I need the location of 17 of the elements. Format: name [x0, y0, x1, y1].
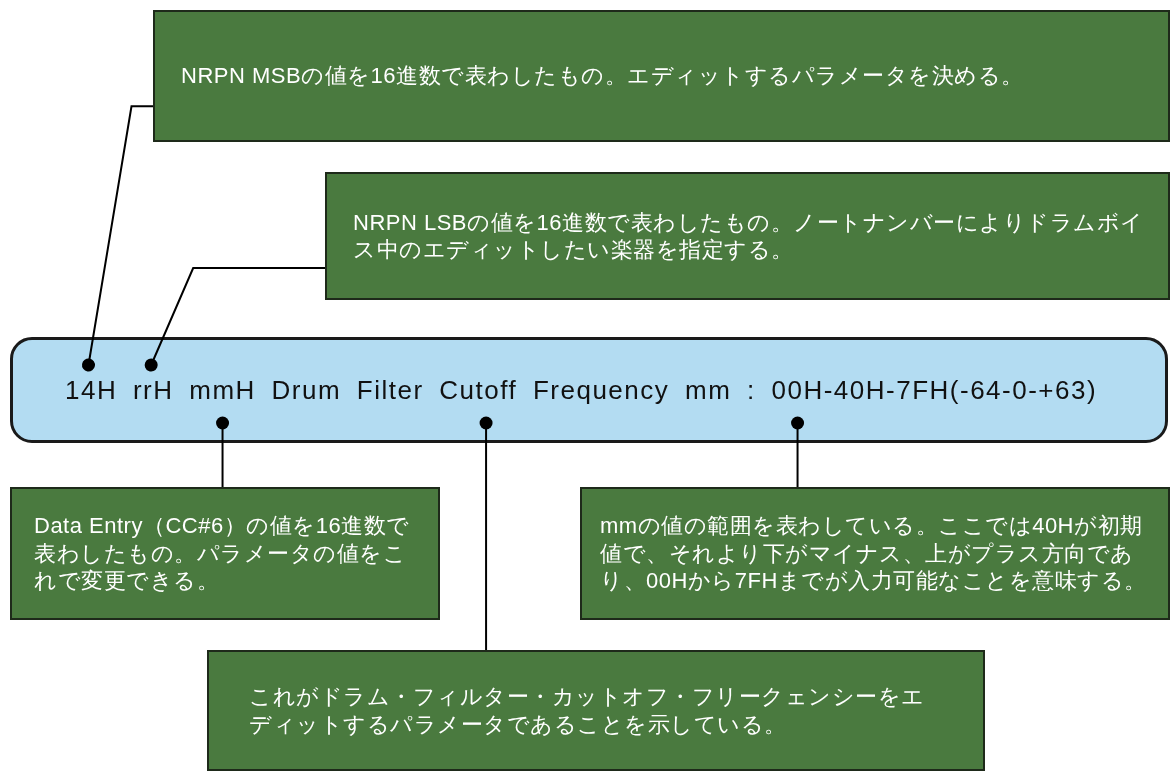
callout-box: [10, 487, 440, 620]
leader-line: [144, 267, 326, 372]
leader-line: [791, 416, 805, 488]
callout-box: [325, 172, 1170, 300]
leader-line: [479, 416, 493, 651]
callout-box: [580, 487, 1170, 620]
callout-box: [207, 650, 985, 771]
callout-text: NRPN MSBの値を16進数で表わしたもの。エディットするパラメータを決める。: [181, 62, 1024, 90]
parameter-text: 14H rrH mmH Drum Filter Cutoff Frequency mm : 00H-40H-7FH(-64-0-+63): [65, 374, 1098, 406]
parameter-bar: [10, 337, 1168, 443]
callout-text: NRPN LSBの値を16進数で表わしたもの。ノートナンバーによりドラムボイス中のエディットしたい楽器を指定する。: [353, 208, 1145, 264]
callout-text: Data Entry（CC#6）の値を16進数で表わしたもの。パラメータの値をこれで変更できる。: [34, 512, 411, 595]
leader-line: [216, 416, 230, 488]
callout-text: mmの値の範囲を表わしている。ここでは40Hが初期値で、それより下がマイナス、上がプラス方向であり、00Hから7FHまでが入力可能なことを意味する。: [600, 512, 1148, 595]
leader-line: [82, 105, 154, 372]
callout-text: これがドラム・フィルター・カットオフ・フリークェンシーをエディットするパラメータであることを示している。: [249, 683, 926, 738]
callout-box: [153, 10, 1170, 142]
